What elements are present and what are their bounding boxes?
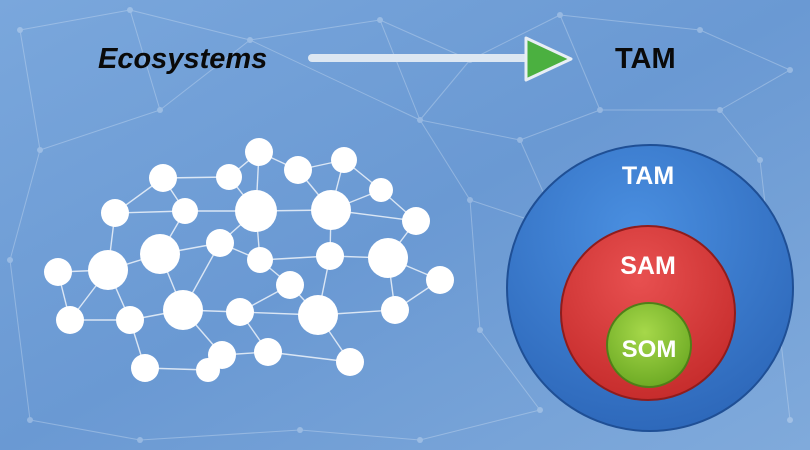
network-node bbox=[247, 247, 273, 273]
network-node bbox=[369, 178, 393, 202]
background-mesh-line bbox=[479, 329, 541, 411]
background-mesh-dot bbox=[247, 37, 253, 43]
background-mesh-line bbox=[379, 19, 471, 61]
background-mesh-line bbox=[129, 9, 251, 41]
sam-circle-label: SAM bbox=[620, 252, 676, 280]
network-node bbox=[140, 234, 180, 274]
network-nodes bbox=[44, 138, 454, 382]
background-mesh-line bbox=[419, 409, 541, 441]
network-node bbox=[163, 290, 203, 330]
network-node bbox=[254, 338, 282, 366]
background-mesh-dot bbox=[557, 12, 563, 18]
background-mesh-dot bbox=[297, 427, 303, 433]
arrow bbox=[308, 36, 573, 82]
network-node bbox=[131, 354, 159, 382]
background-mesh-dot bbox=[417, 437, 423, 443]
background-mesh-line bbox=[249, 19, 381, 41]
background-mesh-line bbox=[419, 59, 471, 121]
tam-heading: TAM bbox=[615, 43, 676, 75]
som-circle-label: SOM bbox=[622, 336, 677, 363]
network-node bbox=[56, 306, 84, 334]
network-node bbox=[245, 138, 273, 166]
background-mesh-line bbox=[519, 109, 601, 141]
background-mesh-dot bbox=[717, 107, 723, 113]
background-mesh-dot bbox=[17, 27, 23, 33]
background-mesh-dot bbox=[137, 437, 143, 443]
ecosystems-label: Ecosystems bbox=[98, 43, 267, 75]
background-mesh-line bbox=[469, 14, 561, 61]
background-mesh-line bbox=[699, 29, 791, 71]
network-node bbox=[206, 229, 234, 257]
background-mesh-dot bbox=[537, 407, 543, 413]
background-mesh-dot bbox=[787, 67, 793, 73]
background-mesh-dot bbox=[377, 17, 383, 23]
background-mesh-dot bbox=[597, 107, 603, 113]
network-node bbox=[44, 258, 72, 286]
background-mesh-line bbox=[19, 29, 41, 151]
background-mesh-line bbox=[419, 119, 471, 201]
background-mesh-dot bbox=[517, 137, 523, 143]
network-node bbox=[226, 298, 254, 326]
background-mesh-line bbox=[9, 259, 31, 421]
network-node bbox=[311, 190, 351, 230]
som-circle bbox=[606, 302, 692, 388]
network-node bbox=[235, 190, 277, 232]
background-mesh-line bbox=[9, 149, 41, 261]
background-mesh-dot bbox=[27, 417, 33, 423]
background-mesh-line bbox=[719, 109, 761, 161]
background-mesh-line bbox=[559, 14, 701, 31]
network-node bbox=[402, 207, 430, 235]
background-mesh-dot bbox=[757, 157, 763, 163]
network-node bbox=[196, 358, 220, 382]
network-node bbox=[331, 147, 357, 173]
background-mesh-line bbox=[29, 419, 141, 441]
network-node bbox=[149, 164, 177, 192]
background-mesh-line bbox=[559, 14, 601, 111]
background-mesh-line bbox=[39, 109, 161, 151]
background-mesh-dot bbox=[787, 417, 793, 423]
background-mesh-dot bbox=[467, 197, 473, 203]
background-mesh-dot bbox=[157, 107, 163, 113]
network-node bbox=[101, 199, 129, 227]
market-size-diagram: TAM SAM SOM bbox=[506, 144, 794, 432]
background-mesh-dot bbox=[37, 147, 43, 153]
background-mesh-dot bbox=[477, 327, 483, 333]
network-node bbox=[284, 156, 312, 184]
tam-circle-label: TAM bbox=[622, 162, 674, 190]
background-mesh-dot bbox=[697, 27, 703, 33]
network-node bbox=[381, 296, 409, 324]
background-mesh-dot bbox=[127, 7, 133, 13]
arrow-head bbox=[524, 36, 573, 82]
background-mesh-line bbox=[469, 199, 481, 331]
background-mesh-line bbox=[129, 9, 161, 111]
network-node bbox=[426, 266, 454, 294]
network-node bbox=[216, 164, 242, 190]
background-mesh-line bbox=[719, 69, 791, 111]
network-node bbox=[316, 242, 344, 270]
background-mesh-line bbox=[379, 19, 421, 121]
background-mesh-dot bbox=[417, 117, 423, 123]
background-mesh-line bbox=[299, 429, 421, 441]
network-node bbox=[88, 250, 128, 290]
network-node bbox=[336, 348, 364, 376]
background-mesh-line bbox=[249, 39, 421, 121]
background-mesh-line bbox=[19, 9, 131, 31]
network-node bbox=[298, 295, 338, 335]
background-mesh-line bbox=[159, 39, 251, 111]
background-mesh-dot bbox=[7, 257, 13, 263]
network-node bbox=[276, 271, 304, 299]
background-mesh-line bbox=[419, 119, 521, 141]
background-mesh-line bbox=[139, 429, 301, 441]
network-node bbox=[172, 198, 198, 224]
network-node bbox=[368, 238, 408, 278]
network-node bbox=[116, 306, 144, 334]
